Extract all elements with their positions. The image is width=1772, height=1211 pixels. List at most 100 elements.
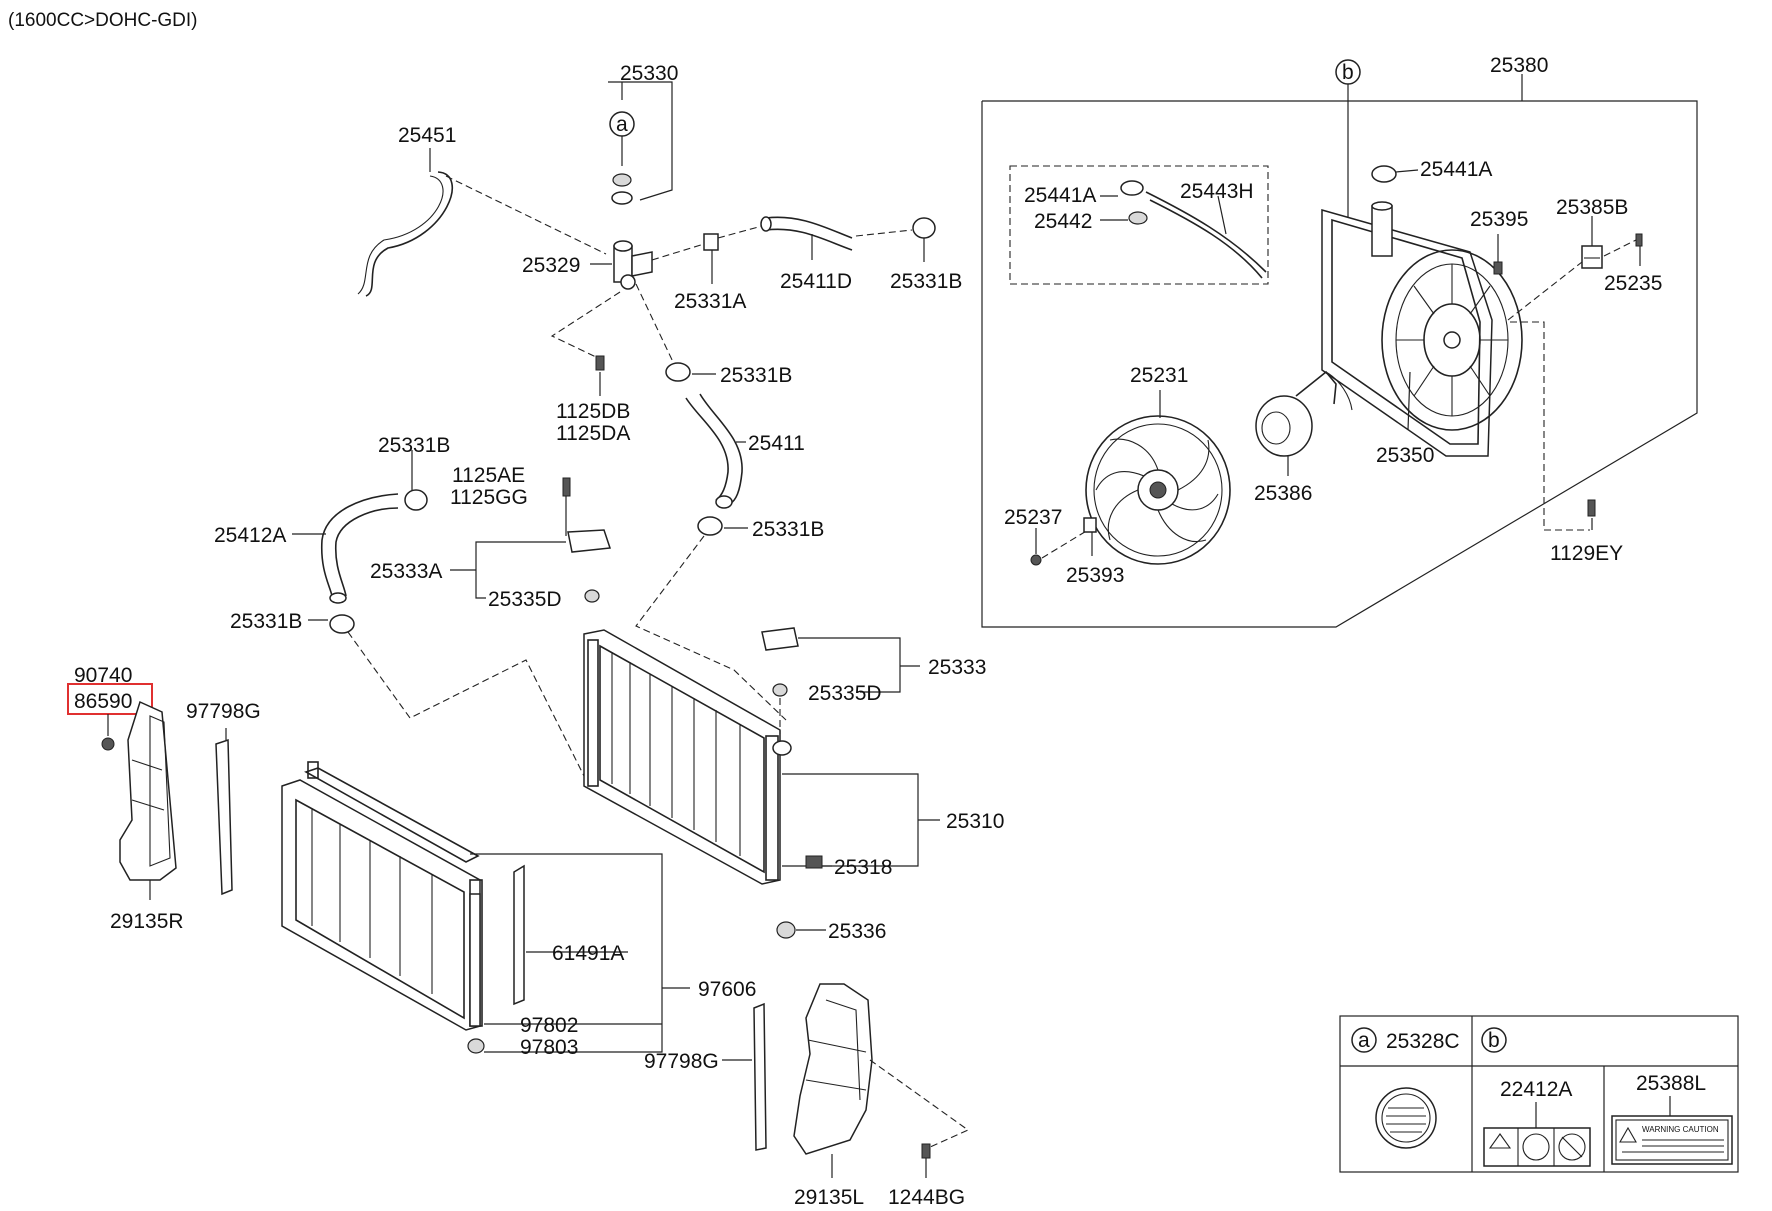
right-guard-group: 97798G 29135L 1244BG — [644, 983, 970, 1209]
legend-table: a 25328C b 22412A 25388L — [1339, 1015, 1739, 1173]
radiator-25310-icon[interactable] — [583, 629, 792, 885]
fan-shroud-icon[interactable] — [1321, 201, 1523, 457]
left-guard-group: 90740 86590 29135R 97798G — [67, 664, 261, 933]
label-25411D: 25411D — [780, 270, 852, 293]
label-25231: 25231 — [1130, 364, 1188, 387]
label-25442: 25442 — [1034, 210, 1092, 233]
label-25310: 25310 — [946, 810, 1004, 833]
label-1129EY: 1129EY — [1550, 542, 1623, 565]
label-1125DB: 1125DB — [556, 400, 630, 423]
label-25330: 25330 — [620, 62, 678, 85]
screw-25235-icon[interactable] — [1635, 233, 1643, 247]
label-25329: 25329 — [522, 254, 580, 277]
label-25385B: 25385B — [1556, 196, 1628, 219]
mount-25335D-mid-icon[interactable] — [772, 683, 788, 697]
label-29135L: 29135L — [794, 1186, 864, 1209]
label-97606: 97606 — [698, 978, 756, 1001]
label-25335D-top: 25335D — [488, 588, 562, 611]
bolt-1125DB-icon[interactable] — [595, 355, 605, 371]
bolt-1244BG-icon[interactable] — [921, 1143, 931, 1159]
label-25235: 25235 — [1604, 272, 1662, 295]
clamp-25331B-left-icon[interactable] — [404, 489, 428, 511]
condenser-97606-icon[interactable] — [281, 761, 483, 1031]
label-25331B-low: 25331B — [230, 610, 302, 633]
hose-25412A-icon[interactable] — [320, 493, 399, 597]
clip-25331A-icon[interactable] — [703, 233, 719, 251]
legend-b-letter: b — [1488, 1029, 1500, 1052]
cap-seal-icon[interactable] — [1128, 211, 1148, 225]
air-guard-29135R-icon[interactable] — [119, 700, 177, 881]
cap-icon[interactable] — [1120, 180, 1144, 196]
clamp-25331B-top-icon[interactable] — [912, 217, 936, 239]
label-25393: 25393 — [1066, 564, 1124, 587]
overflow-hose-icon[interactable] — [1145, 191, 1267, 273]
label-1125AE: 1125AE — [452, 464, 525, 487]
mount-25336-icon[interactable] — [776, 921, 796, 939]
callout-a-letter: a — [616, 113, 628, 136]
label-25331B-left: 25331B — [378, 434, 450, 457]
label-25331B-r: 25331B — [752, 518, 824, 541]
legend-a-letter: a — [1358, 1029, 1370, 1052]
drain-plug-25318-icon[interactable] — [805, 855, 823, 869]
hose-25451-icon[interactable] — [365, 171, 454, 297]
warning-label-22412A-icon — [1483, 1127, 1591, 1167]
bolt-25395-icon[interactable] — [1493, 261, 1503, 275]
resistor-25385B-icon[interactable] — [1581, 245, 1603, 269]
fan-motor-icon[interactable] — [1255, 370, 1353, 457]
warning-label-25388L-icon: WARNING CAUTION — [1611, 1115, 1733, 1165]
bracket-25333-icon[interactable] — [761, 627, 799, 651]
receiver-drier-97802-icon[interactable] — [469, 893, 481, 1027]
label-90740: 90740 — [74, 664, 132, 687]
legend-frame — [1339, 1015, 1739, 1173]
label-97798G-low: 97798G — [644, 1050, 719, 1073]
legend-b-part2: 25388L — [1636, 1072, 1706, 1095]
seal-97798G-low-icon[interactable] — [753, 1002, 767, 1151]
cap-top-icon[interactable] — [1371, 165, 1397, 183]
label-1125DA: 1125DA — [556, 422, 630, 445]
label-25331B-mid: 25331B — [720, 364, 792, 387]
mount-25335D-top-icon[interactable] — [584, 589, 600, 603]
lower-hose-group: 25331B 25412A 25331B 1125AE 1125GG 25333… — [214, 434, 612, 781]
washer-25393-icon[interactable] — [1083, 517, 1097, 533]
radiator-group: 25333 25335D 25310 25318 25336 — [583, 627, 1004, 943]
label-25335D-mid: 25335D — [808, 682, 882, 705]
hose-25411D-icon[interactable] — [765, 216, 853, 239]
reservoir-cap-subbox — [1009, 165, 1269, 285]
clip-86590-icon[interactable] — [101, 737, 115, 751]
bolt-1129EY-icon[interactable] — [1587, 499, 1596, 517]
label-25395: 25395 — [1470, 208, 1528, 231]
label-25451: 25451 — [398, 124, 456, 147]
label-25237: 25237 — [1004, 506, 1062, 529]
seal-61491A-icon[interactable] — [513, 864, 525, 1006]
label-25412A: 25412A — [214, 524, 286, 547]
label-25380: 25380 — [1490, 54, 1548, 77]
mount-97803-icon[interactable] — [467, 1038, 485, 1054]
clamp-25331B-mid-icon[interactable] — [665, 362, 691, 382]
clamp-25331B-r-icon[interactable] — [697, 516, 723, 536]
bracket-25333A-icon[interactable] — [567, 529, 612, 553]
bolt-1125AE-icon[interactable] — [562, 477, 571, 497]
hose-25411-icon[interactable] — [685, 397, 729, 501]
label-1244BG: 1244BG — [888, 1186, 965, 1209]
label-86590: 86590 — [74, 690, 132, 713]
label-97802: 97802 — [520, 1014, 578, 1037]
legend-b-part1: 22412A — [1500, 1078, 1572, 1101]
callout-b-letter: b — [1342, 61, 1354, 84]
cap-label-25328C-icon — [1375, 1087, 1437, 1149]
label-61491A: 61491A — [552, 942, 624, 965]
upper-hoses-group: 25330 a 25451 25329 25331A 25411D — [357, 62, 962, 721]
thermostat-fitting-25329-icon[interactable] — [613, 240, 653, 290]
highlight-86590[interactable] — [67, 683, 153, 715]
label-25331B-top: 25331B — [890, 270, 962, 293]
label-25333A: 25333A — [370, 560, 442, 583]
air-guard-29135L-icon[interactable] — [793, 983, 873, 1155]
clamp-25331B-low-icon[interactable] — [329, 614, 355, 634]
nut-25237-icon[interactable] — [1030, 554, 1042, 566]
fan-blade-icon[interactable] — [1085, 415, 1231, 565]
label-1125GG: 1125GG — [450, 486, 528, 509]
label-25443H: 25443H — [1180, 180, 1254, 203]
label-25441A-a: 25441A — [1024, 184, 1096, 207]
cap-25330-icon[interactable] — [612, 173, 632, 187]
seal-97798G-left-icon[interactable] — [215, 738, 233, 896]
